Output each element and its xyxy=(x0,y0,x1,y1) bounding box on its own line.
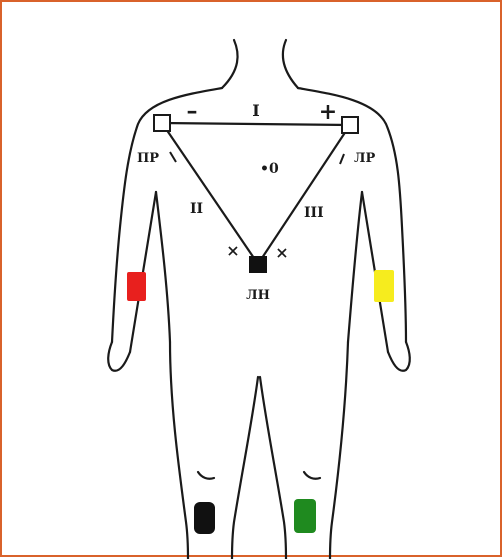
neck-right xyxy=(283,40,298,88)
right-leg-electrode xyxy=(194,502,215,534)
left-leg-electrode xyxy=(294,499,316,533)
left-leg-label: ЛН xyxy=(246,288,270,303)
left-arm-electrode xyxy=(374,270,394,302)
lead-i-label: I xyxy=(252,101,259,120)
left-leg-outer xyxy=(330,342,348,559)
right-leg-outer xyxy=(170,342,188,559)
right-arm-label: ПР xyxy=(137,151,159,166)
cross-mark-left: × xyxy=(226,241,239,260)
lead-iii-line xyxy=(258,125,350,264)
center-point-label: •0 xyxy=(260,161,279,177)
lead-iii-label: III xyxy=(304,205,324,221)
torso-left xyxy=(156,192,170,342)
left-leg-terminal xyxy=(249,256,267,273)
left-shoulder-tick xyxy=(340,154,344,164)
torso-right xyxy=(348,192,362,342)
plus-sign: + xyxy=(319,99,337,125)
right-arm-electrode-square xyxy=(154,115,170,131)
right-knee-line xyxy=(198,472,214,479)
right-shoulder-tick xyxy=(170,152,176,162)
einthoven-triangle xyxy=(162,123,350,264)
lead-ii-label: II xyxy=(190,201,203,217)
minus-sign: – xyxy=(187,98,198,124)
right-arm-electrode xyxy=(127,272,146,301)
lead-ii-line xyxy=(162,123,258,264)
left-knee-line xyxy=(304,472,320,479)
right-hand xyxy=(108,342,130,371)
right-leg-inner xyxy=(232,377,258,559)
left-hand xyxy=(388,342,410,371)
neck-left xyxy=(222,40,238,88)
left-arm-label: ЛР xyxy=(354,151,375,166)
left-leg-inner xyxy=(260,377,286,559)
cross-mark-right: × xyxy=(275,243,288,262)
left-arm-electrode-square xyxy=(342,117,358,133)
